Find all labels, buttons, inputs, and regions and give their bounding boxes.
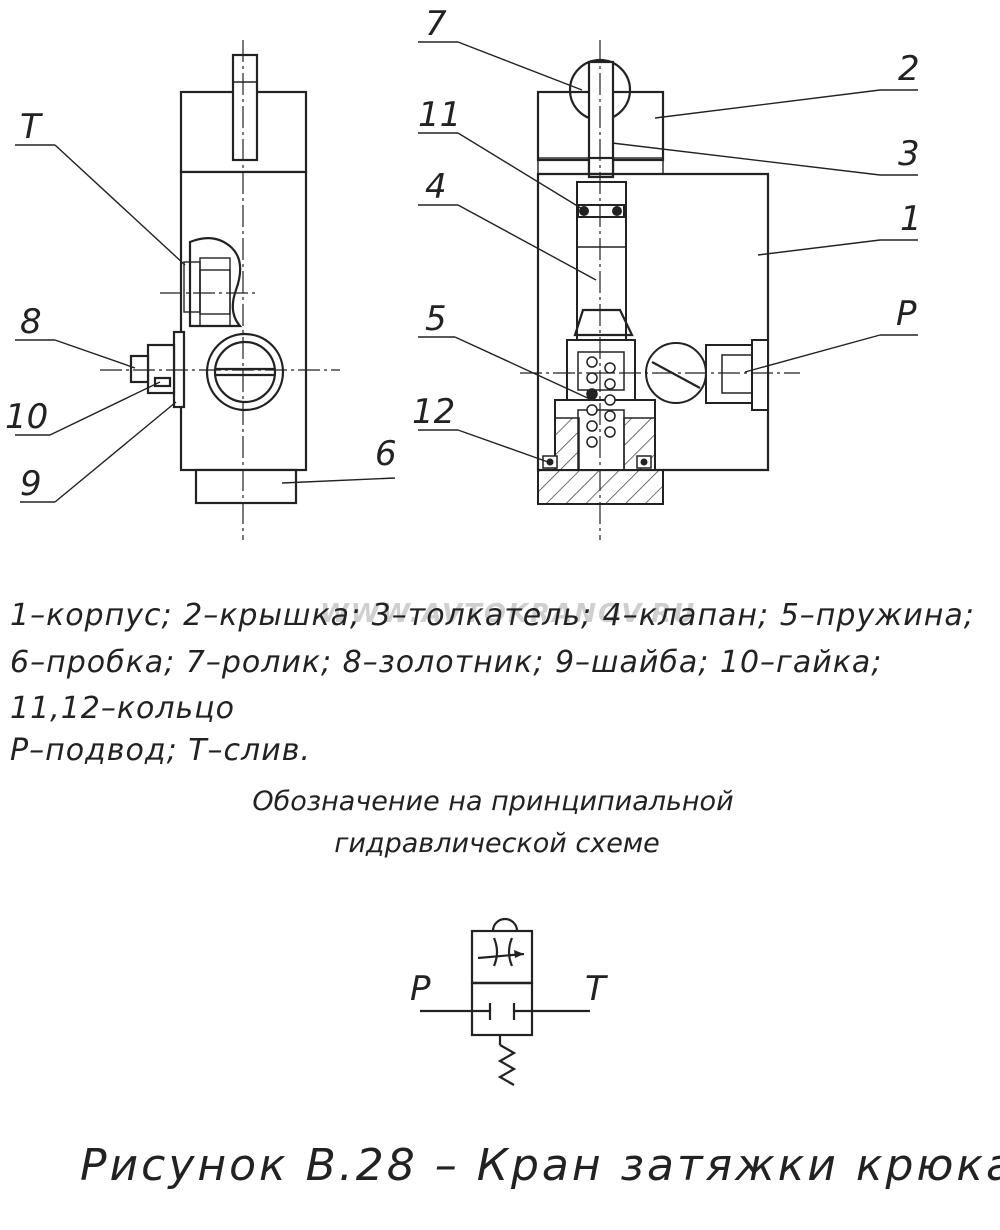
callout-2: 2 (898, 49, 920, 89)
symbol-port-P: P (410, 969, 431, 1009)
callout-9: 9 (20, 464, 42, 504)
callout-6: 6 (375, 434, 397, 474)
callout-T-left: T (20, 107, 43, 147)
legend-line-4: P–подвод; T–слив. (10, 733, 311, 768)
callout-5: 5 (425, 299, 447, 339)
right-section-view (520, 40, 800, 540)
legend-line-3: 11,12–кольцо (10, 691, 235, 726)
symbol-caption-line-1: Обозначение на принципиальной (252, 786, 733, 817)
callout-11: 11 (418, 95, 461, 135)
callout-3: 3 (898, 134, 920, 174)
callout-4: 4 (425, 167, 447, 207)
legend-line-2: 6–пробка; 7–ролик; 8–золотник; 9–шайба; … (10, 645, 882, 680)
callout-P-right: P (896, 294, 917, 334)
leader-lines (15, 41, 918, 503)
callout-8: 8 (20, 302, 42, 342)
callout-1: 1 (900, 199, 922, 239)
watermark: WWW.AVTOKRANOV.RU (320, 599, 696, 629)
callout-12: 12 (412, 392, 455, 432)
symbol-port-T: T (585, 969, 608, 1009)
legend-line-1: 1–корпус; 2–крышка; 3–толкатель; 4–клапа… (10, 598, 975, 633)
hydraulic-symbol (420, 917, 590, 1086)
callout-7: 7 (425, 4, 447, 44)
symbol-caption-line-2: гидравлической схеме (334, 828, 660, 859)
left-side-view (100, 40, 340, 540)
figure-title: Рисунок В.28 – Кран затяжки крюка (80, 1140, 1000, 1191)
callout-10: 10 (5, 397, 48, 437)
